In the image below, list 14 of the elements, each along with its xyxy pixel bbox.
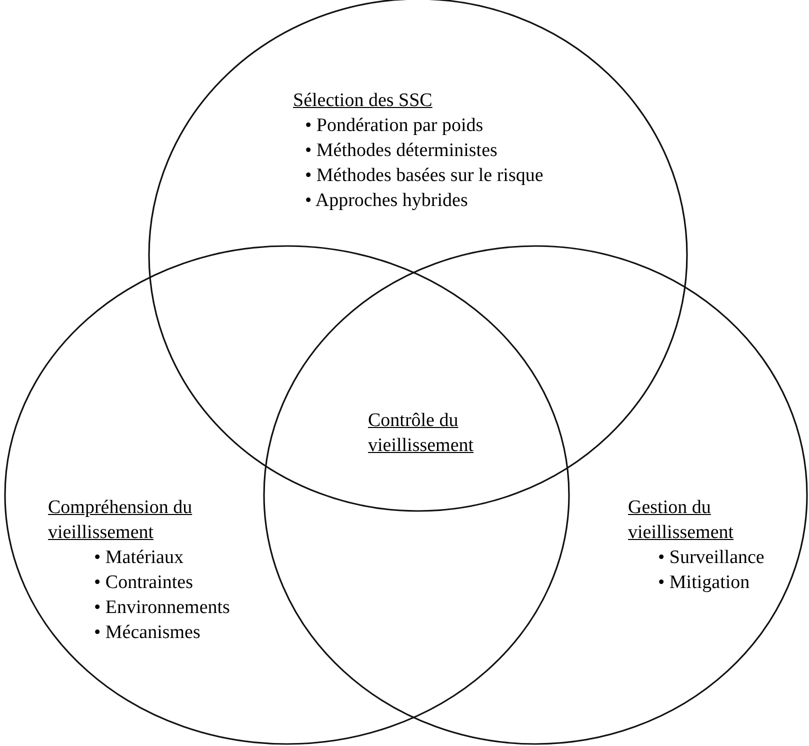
list-item: • Matériaux bbox=[94, 546, 184, 570]
list-item: • Méthodes basées sur le risque bbox=[305, 164, 544, 188]
list-item: • Mécanismes bbox=[94, 621, 202, 645]
heading-text: Compréhension du vieillissement bbox=[48, 496, 194, 545]
heading-text: Gestion du vieillissement bbox=[628, 496, 735, 545]
list-item: • Pondération par poids bbox=[305, 114, 484, 138]
list-item: • Contraintes bbox=[94, 571, 194, 595]
list-item: • Approches hybrides bbox=[305, 189, 469, 213]
list-item: • Surveillance bbox=[658, 546, 764, 570]
list-item: • Méthodes déterministes bbox=[305, 139, 498, 163]
list-item: • Mitigation bbox=[658, 571, 751, 595]
center-label: Contrôle du vieillissement bbox=[368, 409, 475, 458]
heading-text: Sélection des SSC bbox=[293, 89, 432, 113]
list-item: • Environnements bbox=[94, 596, 231, 620]
